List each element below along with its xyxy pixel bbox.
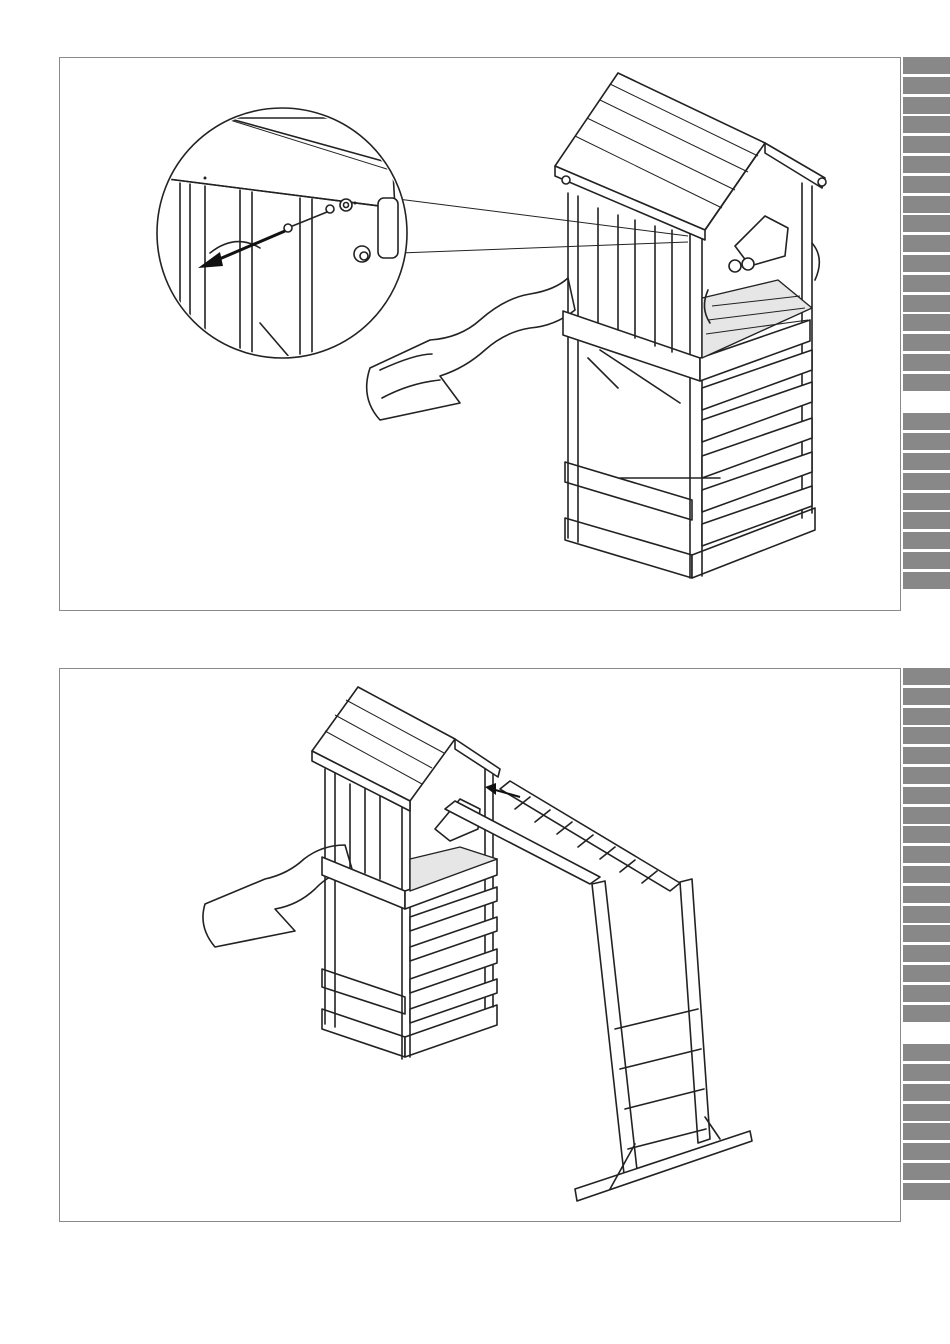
- section-tab: [903, 886, 950, 903]
- section-tab: [903, 473, 950, 490]
- section-tab: [903, 1143, 950, 1160]
- section-tab: [903, 196, 950, 213]
- section-tab: [903, 826, 950, 843]
- section-tab: [903, 1044, 950, 1061]
- section-tab: [903, 354, 950, 371]
- section-tab: [903, 136, 950, 153]
- section-tab: [903, 668, 950, 685]
- section-tab: [903, 906, 950, 923]
- section-tab: [903, 453, 950, 470]
- instruction-panel-bottom: [59, 668, 901, 1222]
- section-tab: [903, 215, 950, 232]
- section-tab: [903, 787, 950, 804]
- section-tab: [903, 1163, 950, 1180]
- section-tab: [903, 176, 950, 193]
- section-tab: [903, 747, 950, 764]
- section-tab: [903, 1005, 950, 1022]
- section-tab: [903, 945, 950, 962]
- section-tab: [903, 255, 950, 272]
- section-tab: [903, 552, 950, 569]
- section-tab: [903, 295, 950, 312]
- section-tab: [903, 965, 950, 982]
- section-tab: [903, 77, 950, 94]
- section-tab-active: [903, 1024, 950, 1041]
- section-tab: [903, 334, 950, 351]
- section-tab: [903, 314, 950, 331]
- section-tab: [903, 1064, 950, 1081]
- tower-frame: [563, 183, 819, 578]
- instruction-panel-top: [59, 57, 901, 611]
- slide: [367, 278, 575, 420]
- section-tab: [903, 1104, 950, 1121]
- section-tab: [903, 413, 950, 430]
- section-tab: [903, 846, 950, 863]
- section-tab: [903, 116, 950, 133]
- section-tab: [903, 708, 950, 725]
- section-tab: [903, 97, 950, 114]
- callout-line-lower: [400, 242, 688, 253]
- section-tab: [903, 572, 950, 589]
- section-tab: [903, 1123, 950, 1140]
- section-tab: [903, 374, 950, 391]
- roof: [555, 73, 826, 240]
- section-tab: [903, 925, 950, 942]
- detail-inset: [157, 108, 407, 358]
- section-tabs-top: [903, 57, 950, 592]
- section-tab: [903, 156, 950, 173]
- section-tab-active: [903, 394, 950, 411]
- section-tab: [903, 688, 950, 705]
- tower-illustration-top: [60, 58, 902, 612]
- section-tab: [903, 866, 950, 883]
- section-tab: [903, 985, 950, 1002]
- tower-illustration-bottom: [60, 669, 902, 1223]
- section-tab: [903, 1183, 950, 1200]
- section-tab: [903, 807, 950, 824]
- section-tab: [903, 767, 950, 784]
- section-tab: [903, 275, 950, 292]
- washer: [326, 205, 334, 213]
- section-tab: [903, 1084, 950, 1101]
- section-tab: [903, 57, 950, 74]
- roof: [312, 687, 500, 811]
- section-tab: [903, 512, 950, 529]
- section-tab: [903, 532, 950, 549]
- section-tab: [903, 235, 950, 252]
- section-tab: [903, 433, 950, 450]
- section-tab: [903, 493, 950, 510]
- section-tab: [903, 727, 950, 744]
- section-tabs-bottom: [903, 668, 950, 1203]
